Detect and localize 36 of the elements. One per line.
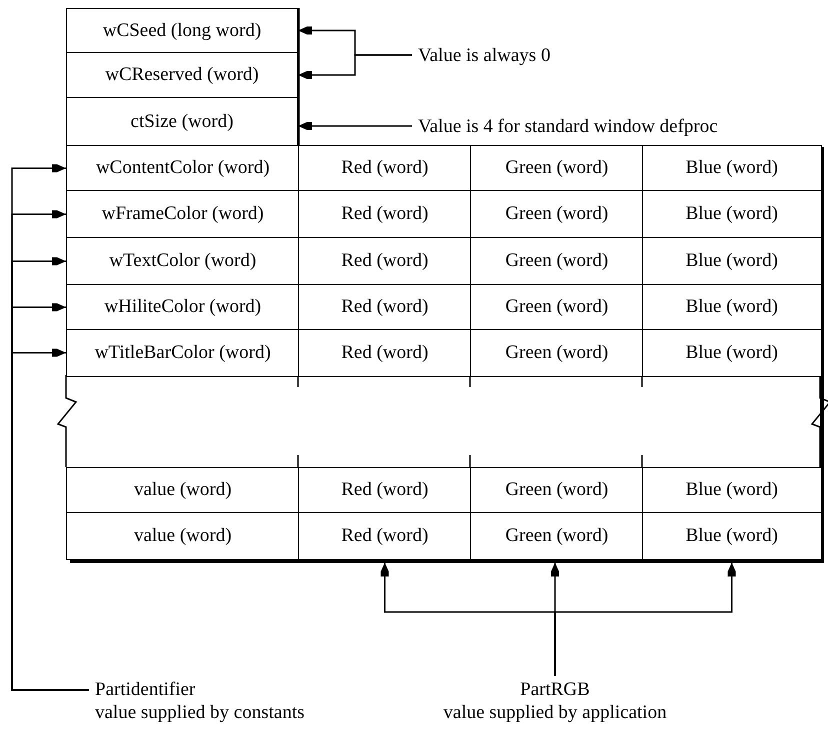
field-cell: Blue (word) (642, 145, 822, 192)
note-text: Value is 4 for standard window defproc (418, 114, 718, 138)
field-cell: Green (word) (470, 284, 644, 330)
field-cell: Green (word) (470, 145, 644, 192)
note-text: PartRGB (520, 678, 590, 701)
field-cell: value (word) (66, 467, 300, 514)
field-cell: Red (word) (298, 190, 472, 238)
field-cell: Blue (word) (642, 329, 822, 376)
field-cell: wTitleBarColor (word) (66, 329, 300, 376)
field-cell: Red (word) (298, 284, 472, 330)
note-text: Value is always 0 (418, 44, 550, 66)
note-text: value supplied by application (443, 701, 667, 724)
field-cell: wHiliteColor (word) (66, 284, 300, 330)
field-cell: Green (word) (470, 190, 644, 238)
note-text: Partidentifier (95, 678, 196, 701)
field-cell: Red (word) (298, 145, 472, 192)
field-cell: wCReserved (word) (66, 52, 298, 98)
field-cell: Green (word) (470, 237, 644, 286)
field-cell: wCSeed (long word) (66, 8, 298, 53)
field-cell: Green (word) (470, 467, 644, 514)
field-cell: wTextColor (word) (66, 237, 300, 286)
field-cell: Blue (word) (642, 237, 822, 286)
field-cell: value (word) (66, 512, 300, 560)
field-cell: Blue (word) (642, 512, 822, 560)
field-cell: Green (word) (470, 512, 644, 560)
field-cell: Red (word) (298, 237, 472, 286)
note-text: value supplied by constants (95, 701, 304, 724)
field-cell: Blue (word) (642, 284, 822, 330)
field-cell: Red (word) (298, 512, 472, 560)
field-cell: ctSize (word) (66, 97, 298, 146)
field-cell: wFrameColor (word) (66, 190, 300, 238)
field-cell: Blue (word) (642, 190, 822, 238)
field-cell: Green (word) (470, 329, 644, 376)
field-cell: Blue (word) (642, 467, 822, 514)
field-cell: Red (word) (298, 329, 472, 376)
field-cell: Red (word) (298, 467, 472, 514)
